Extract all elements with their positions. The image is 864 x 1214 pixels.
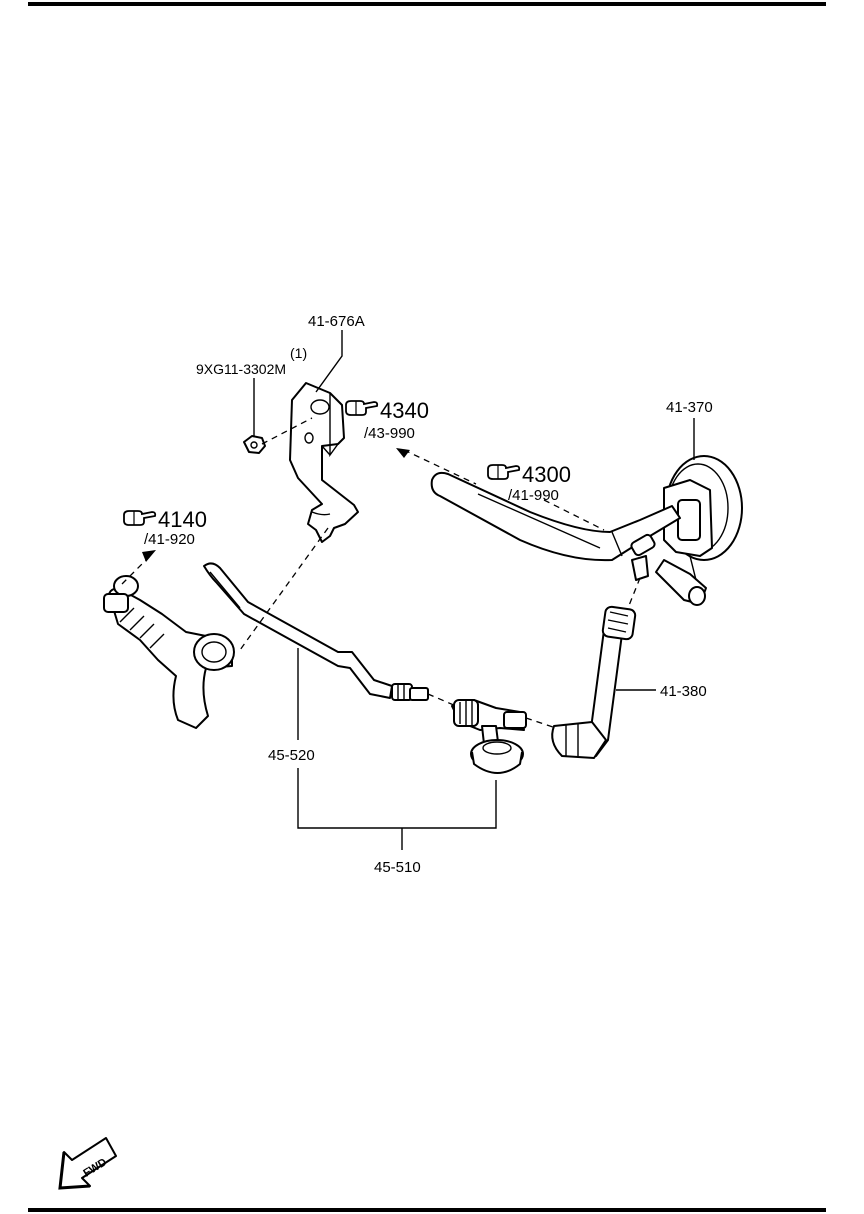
label-45-510: 45-510 bbox=[374, 859, 421, 876]
label-41-370: 41-370 bbox=[666, 399, 713, 416]
bracket-41-676a bbox=[289, 382, 359, 543]
hand-pointer-icon bbox=[487, 464, 521, 480]
bottom-border bbox=[28, 1208, 826, 1212]
label-45-520: 45-520 bbox=[268, 747, 315, 764]
hand-pointer-icon bbox=[345, 400, 379, 416]
label-41-676a: 41-676A bbox=[308, 313, 365, 330]
hose-41-380 bbox=[551, 605, 637, 759]
fwd-arrow-icon: FWD bbox=[58, 1137, 117, 1190]
label-9xg11-3302m: 9XG11-3302M bbox=[196, 361, 286, 377]
label-41-380: 41-380 bbox=[660, 683, 707, 700]
ref-4140-sub: /41-920 bbox=[144, 531, 195, 548]
ref-4140: 4140 bbox=[158, 507, 207, 532]
ref-4300-sub: /41-990 bbox=[508, 487, 559, 504]
arrow-4340 bbox=[396, 448, 410, 458]
top-border bbox=[28, 2, 826, 6]
arrow-4140 bbox=[142, 550, 156, 562]
left-hose bbox=[103, 575, 235, 729]
hand-pointer-icon bbox=[123, 510, 157, 526]
assembly-lines bbox=[121, 417, 641, 729]
leader-bracket bbox=[315, 330, 343, 393]
ref-4340-sub: /43-990 bbox=[364, 425, 415, 442]
reservoir-pipe bbox=[430, 471, 681, 581]
reservoir-41-370 bbox=[655, 455, 743, 606]
ref-4340: 4340 bbox=[380, 398, 429, 423]
label-nut-qty: (1) bbox=[290, 345, 307, 361]
nut-9xg11-3302m bbox=[243, 435, 266, 454]
ref-4300: 4300 bbox=[522, 462, 571, 487]
leader-assembly bbox=[297, 768, 497, 850]
pipe-45-520 bbox=[203, 562, 429, 701]
tee-connector bbox=[451, 699, 527, 774]
